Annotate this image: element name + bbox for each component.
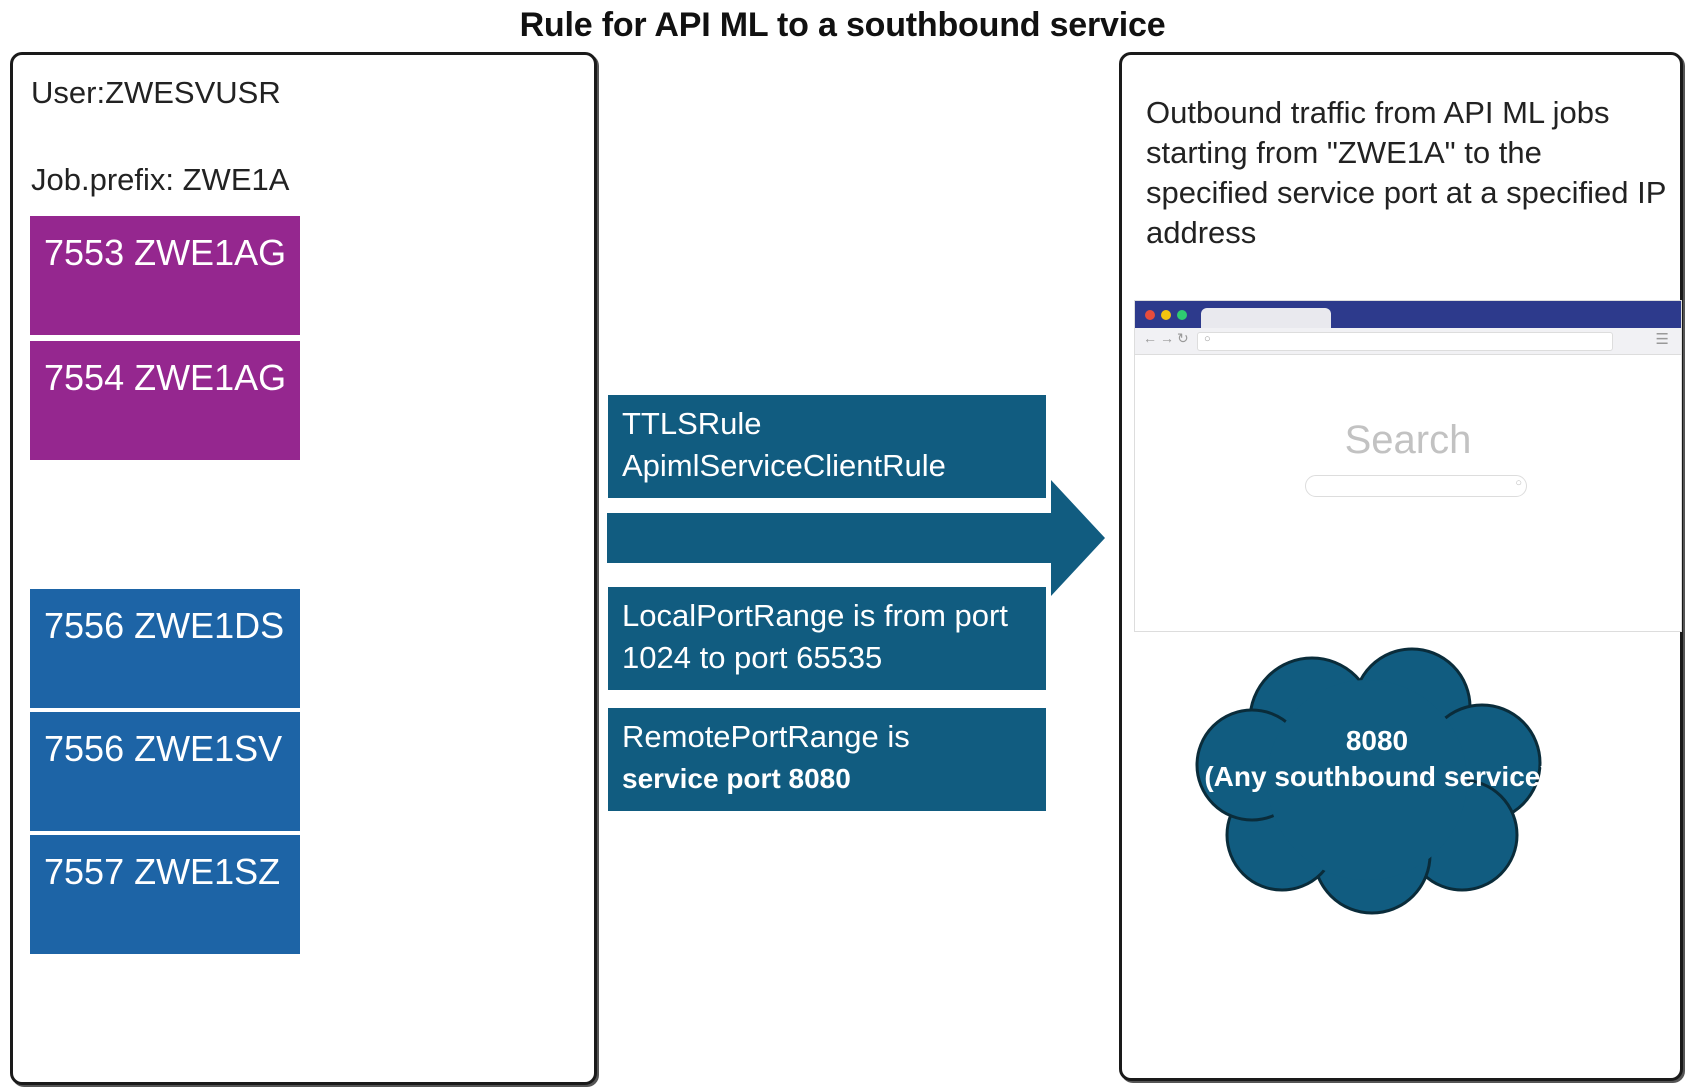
browser-nav-bar: ←→↻ ○ ☰ <box>1135 328 1681 355</box>
ttls-rule-line1: TTLSRule <box>622 406 762 441</box>
cloud-label: 8080 (Any southbound service) <box>1192 723 1562 795</box>
local-port-line2: 1024 to port 65535 <box>622 640 883 675</box>
close-dot-icon <box>1145 310 1155 320</box>
job-box-7554: 7554 ZWE1AG <box>30 341 300 460</box>
right-arrow <box>607 480 1105 596</box>
url-bar: ○ <box>1197 332 1613 351</box>
diagram-title: Rule for API ML to a southbound service <box>519 6 1166 44</box>
remote-port-range-box: RemotePortRange is service port 8080 <box>608 708 1046 811</box>
remote-port-line2: service port 8080 <box>622 763 851 794</box>
remote-port-line1: RemotePortRange is <box>622 719 910 754</box>
search-icon: ○ <box>1204 333 1211 345</box>
browser-title-bar <box>1135 301 1681 328</box>
ttls-rule-line2: ApimlServiceClientRule <box>622 448 946 483</box>
search-input: ○ <box>1305 475 1527 497</box>
search-icon: ○ <box>1515 477 1522 489</box>
menu-icon: ☰ <box>1655 331 1669 348</box>
minimize-dot-icon <box>1161 310 1171 320</box>
local-port-line1: LocalPortRange is from port <box>622 598 1008 633</box>
cloud-shape <box>1195 647 1542 915</box>
maximize-dot-icon <box>1177 310 1187 320</box>
job-prefix-label: Job.prefix: ZWE1A <box>31 162 290 197</box>
search-heading: Search <box>1344 418 1472 462</box>
cloud-service: (Any southbound service) <box>1204 761 1550 792</box>
local-port-range-box: LocalPortRange is from port 1024 to port… <box>608 587 1046 690</box>
job-box-7556-ds: 7556 ZWE1DS <box>30 589 300 708</box>
target-panel: Outbound traffic from API ML jobs starti… <box>1119 52 1683 1081</box>
browser-tab <box>1201 308 1331 328</box>
nav-arrows-icon: ←→↻ <box>1143 330 1192 346</box>
outbound-description: Outbound traffic from API ML jobs starti… <box>1146 95 1666 250</box>
user-label: User:ZWESVUSR <box>31 75 281 110</box>
job-box-7553: 7553 ZWE1AG <box>30 216 300 335</box>
ttls-rule-box: TTLSRule ApimlServiceClientRule <box>608 395 1046 498</box>
job-box-7556-sv: 7556 ZWE1SV <box>30 712 300 831</box>
jobs-panel: User:ZWESVUSR Job.prefix: ZWE1A 7553 ZWE… <box>10 52 597 1085</box>
cloud-port: 8080 <box>1345 725 1409 756</box>
job-box-7557: 7557 ZWE1SZ <box>30 835 300 954</box>
browser-window: ←→↻ ○ ☰ Search ○ <box>1134 300 1682 632</box>
